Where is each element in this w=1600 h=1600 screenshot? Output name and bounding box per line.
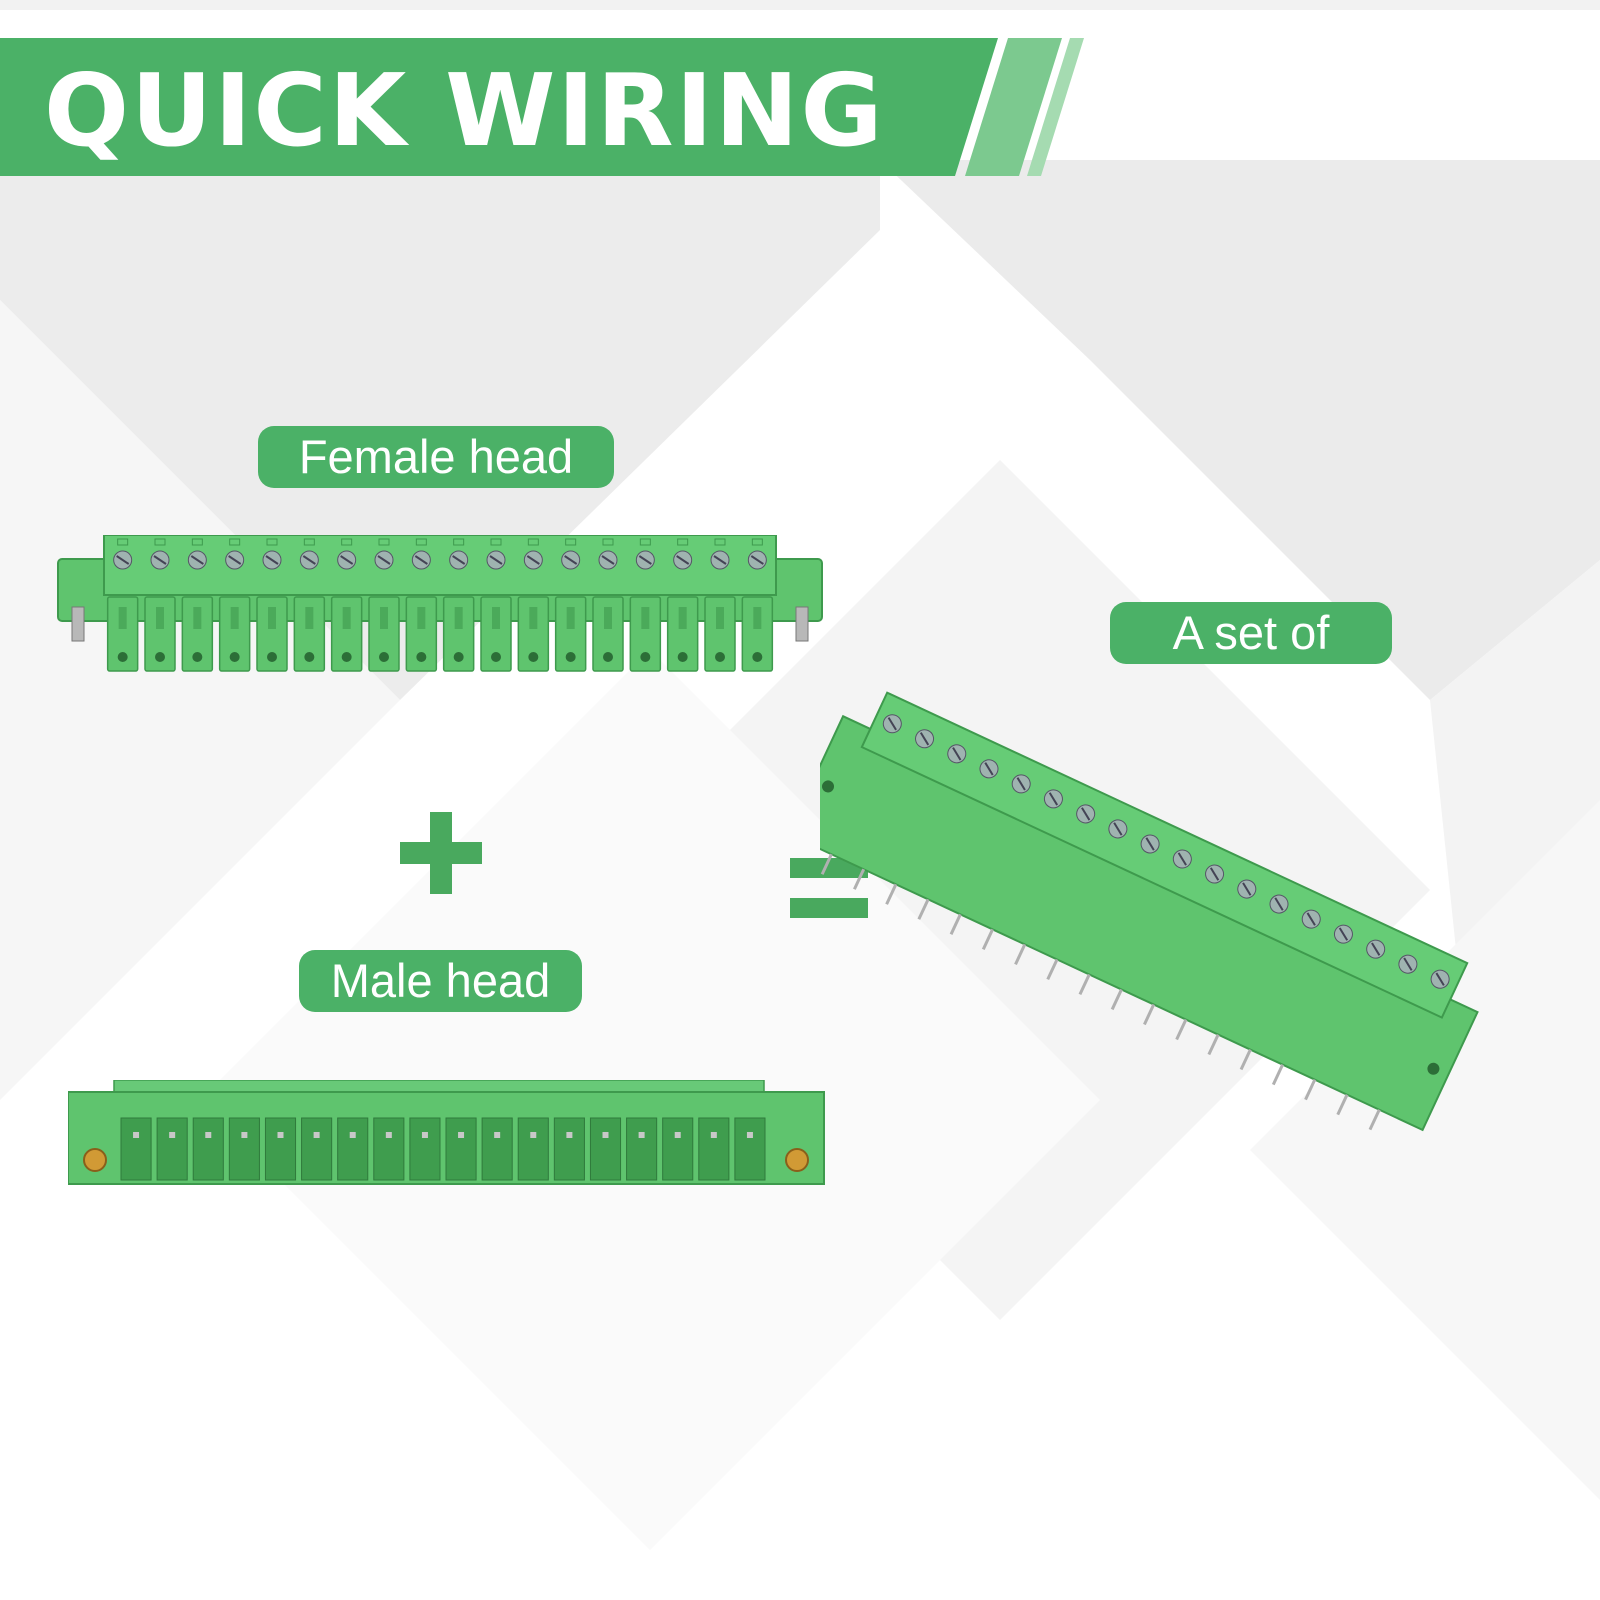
- plus-icon: [400, 812, 482, 894]
- male-head-connector-image: [68, 1080, 828, 1190]
- female-head-connector-image: [50, 535, 830, 685]
- male-head-label: Male head: [299, 950, 582, 1012]
- banner-title: QUICK WIRING: [44, 52, 885, 169]
- female-head-label: Female head: [258, 426, 614, 488]
- assembled-set-connector-image: [820, 660, 1560, 1180]
- set-label: A set of: [1110, 602, 1392, 664]
- title-banner: QUICK WIRING: [0, 38, 1090, 176]
